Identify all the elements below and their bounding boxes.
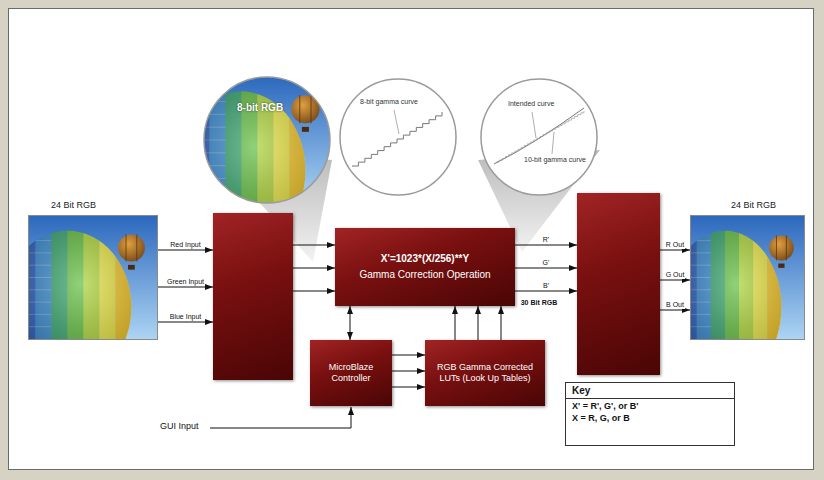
signal-label: Blue Input	[169, 313, 203, 321]
key-heading: Key	[566, 383, 734, 399]
signal-label: Green Input	[166, 278, 205, 286]
graphic-ellipse	[203, 91, 305, 204]
graphic-path	[494, 108, 584, 164]
process-block: MicroBlaze Controller	[310, 340, 392, 406]
graphic-rect	[302, 127, 309, 132]
signal-label: R Out	[665, 241, 685, 249]
signal-label: G'	[542, 259, 551, 267]
magnifier-label: 8-bit gamma curve	[360, 98, 418, 106]
signal-arrow	[455, 306, 456, 340]
key-box: KeyX' = R', G', or B'X = R, G, or B	[565, 382, 735, 446]
graphic-rect	[128, 265, 135, 270]
graphic-g	[29, 216, 132, 339]
signal-arrow	[392, 355, 425, 356]
graphic-line	[299, 95, 300, 123]
magnifier-label: 10-bit gamma curve	[524, 156, 586, 164]
signal-arrow	[515, 291, 577, 292]
signal-arrow	[501, 306, 502, 340]
magnifier-circle: Intended curve 10-bit gamma curve	[478, 78, 600, 196]
signal-label: G Out	[665, 271, 686, 279]
signal-label: B'	[542, 282, 550, 290]
magnifier-circle: 8-bit RGB	[203, 76, 331, 204]
graphic-svg	[478, 78, 600, 196]
graphic-line	[786, 236, 787, 261]
signal-label: B Out	[665, 301, 685, 309]
gui-input-line	[210, 407, 351, 428]
process-block: RGB Gamma Corrected LUTs (Look Up Tables…	[425, 340, 545, 406]
graphic-line	[552, 132, 554, 154]
graphic-g	[203, 76, 331, 204]
bus-width-label: 30 Bit RGB	[518, 299, 560, 307]
graphic-line	[136, 234, 137, 261]
block-label: Gamma Correction Operation	[359, 269, 490, 282]
graphic-svg	[203, 76, 331, 204]
signal-label: R'	[542, 236, 550, 244]
signal-arrow	[660, 250, 690, 251]
block-label: MicroBlaze Controller	[316, 362, 386, 385]
graphic-ellipse	[29, 231, 131, 339]
signal-arrow	[158, 287, 213, 288]
block-label: X'=1023*(X/256)**Y	[381, 253, 469, 266]
graphic-path	[352, 112, 442, 166]
graphic-circle	[481, 79, 597, 195]
signal-arrow	[515, 245, 577, 246]
signal-arrow	[158, 250, 213, 251]
process-block	[213, 213, 293, 380]
signal-arrow	[515, 268, 577, 269]
signal-arrow	[293, 268, 335, 269]
magnifier-label: Intended curve	[508, 100, 554, 108]
graphic-circle	[340, 79, 456, 195]
image-heading: 24 Bit RGB	[731, 200, 776, 210]
signal-arrow	[392, 387, 425, 388]
graphic-path	[496, 111, 584, 162]
graphic-line	[776, 236, 777, 261]
graphic-circle	[769, 236, 794, 261]
signal-arrow	[158, 322, 213, 323]
graphic-circle	[204, 77, 330, 203]
graphic-g	[691, 216, 782, 339]
graphic-line	[394, 110, 399, 134]
signal-arrow	[478, 306, 479, 340]
graphic-line	[203, 191, 225, 192]
signal-arrow	[350, 306, 351, 340]
graphic-svg	[691, 216, 804, 339]
graphic-ellipse	[691, 231, 781, 339]
graphic-line	[532, 112, 536, 138]
key-entry: X = R, G, or B	[566, 411, 734, 423]
magnifier-label: 8-bit RGB	[237, 102, 283, 113]
signal-arrow	[660, 280, 690, 281]
block-label: RGB Gamma Corrected LUTs (Look Up Tables…	[431, 362, 539, 385]
graphic-svg	[29, 216, 157, 339]
key-entry: X' = R', G', or B'	[566, 399, 734, 411]
image-heading: 24 Bit RGB	[51, 200, 96, 210]
gui-input-label: GUI Input	[160, 422, 199, 432]
magnifier-circle: 8-bit gamma curve	[336, 78, 460, 196]
signal-arrow	[392, 371, 425, 372]
rgb-image: 24 Bit RGB	[28, 215, 158, 340]
graphic-circle	[118, 234, 145, 261]
signal-arrow	[660, 310, 690, 311]
signal-label: Red Input	[169, 241, 201, 249]
graphic-line	[311, 95, 312, 123]
process-block: X'=1023*(X/256)**Y Gamma Correction Opera…	[335, 228, 515, 306]
signal-arrow	[293, 245, 335, 246]
graphic-line	[125, 234, 126, 261]
graphic-svg	[336, 78, 460, 196]
process-block	[577, 193, 660, 375]
graphic-g	[203, 76, 306, 204]
signal-arrow	[293, 291, 335, 292]
rgb-image: 24 Bit RGB	[690, 215, 805, 340]
graphic-rect	[778, 264, 784, 268]
